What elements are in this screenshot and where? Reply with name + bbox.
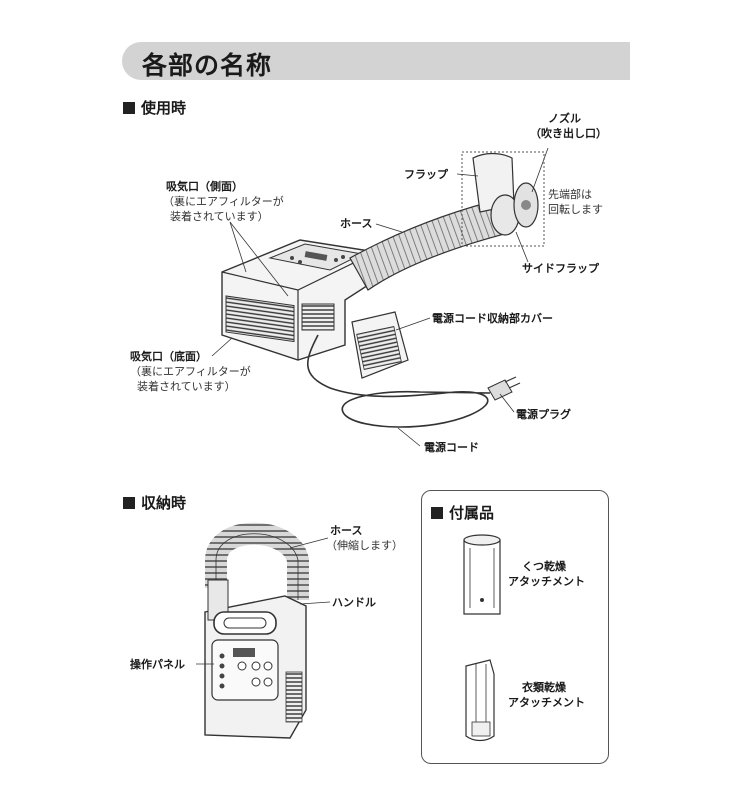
clothes-attachment-illustration — [465, 659, 495, 742]
label-flap: フラップ — [404, 168, 448, 181]
label-side-intake-note-1: （裏にエアフィルターが — [163, 195, 284, 208]
label-nozzle-sub: （吹き出し口） — [530, 127, 607, 140]
label-shoe-attachment-1: くつ乾燥 — [522, 560, 566, 573]
label-side-flap: サイドフラップ — [522, 262, 599, 275]
label-handle: ハンドル — [332, 596, 376, 609]
label-clothes-attachment-1: 衣類乾燥 — [522, 681, 566, 694]
label-side-intake: 吸気口（側面） — [166, 180, 243, 193]
section-heading-storage: 収納時 — [123, 492, 186, 513]
label-nozzle: ノズル — [548, 112, 581, 125]
label-plug: 電源プラグ — [516, 408, 571, 421]
section-heading-accessories: 付属品 — [431, 502, 494, 523]
label-tip-rotates-1: 先端部は — [548, 188, 592, 201]
section-heading-accessories-text: 付属品 — [449, 504, 495, 522]
square-bullet-icon — [431, 507, 443, 519]
title-bar — [122, 42, 630, 80]
label-storage-hose: ホース — [330, 524, 363, 537]
label-side-intake-note-2: 装着されています） — [170, 210, 269, 223]
label-bottom-intake-note-2: 装着されています） — [137, 380, 236, 393]
label-cord-cover: 電源コード収納部カバー — [432, 312, 553, 325]
label-shoe-attachment-2: アタッチメント — [508, 575, 585, 588]
section-heading-in-use-text: 使用時 — [141, 99, 187, 117]
leader-lines-storage — [196, 537, 331, 665]
dryer-in-use-illustration — [221, 151, 545, 428]
section-heading-storage-text: 収納時 — [141, 494, 187, 512]
page-title: 各部の名称 — [142, 51, 273, 80]
label-control-panel: 操作パネル — [130, 658, 185, 671]
square-bullet-icon — [123, 497, 135, 509]
accessories-box — [421, 490, 609, 764]
dryer-storage-illustration — [204, 522, 309, 739]
label-bottom-intake-note-1: （裏にエアフィルターが — [130, 365, 251, 378]
label-storage-hose-note: （伸縮します） — [326, 539, 403, 552]
section-heading-in-use: 使用時 — [123, 97, 186, 118]
label-cord: 電源コード — [424, 441, 479, 454]
leader-lines-in-use — [211, 147, 549, 447]
shoe-attachment-illustration — [463, 534, 501, 615]
square-bullet-icon — [123, 102, 135, 114]
label-clothes-attachment-2: アタッチメント — [508, 696, 585, 709]
label-bottom-intake: 吸気口（底面） — [130, 350, 207, 363]
label-tip-rotates-2: 回転します — [548, 203, 603, 216]
label-hose: ホース — [340, 217, 373, 230]
